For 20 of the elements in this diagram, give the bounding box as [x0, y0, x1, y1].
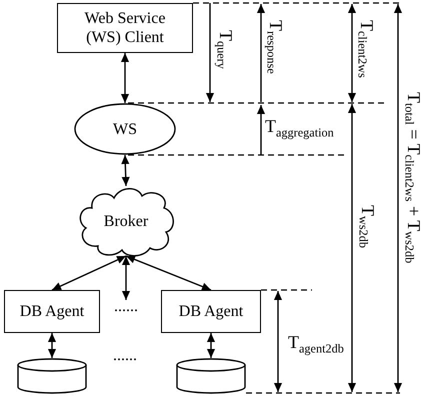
process-box — [57, 3, 193, 53]
double-arrow — [206, 333, 216, 358]
double-arrow — [121, 154, 130, 186]
node-label: DB Agent — [20, 302, 84, 321]
ellipsis-dots: ...... — [113, 349, 137, 363]
node-label: Broker — [104, 212, 148, 230]
double-arrow — [52, 255, 126, 291]
node-label: Web Service (WS) Client — [84, 9, 166, 47]
database-cylinder — [176, 358, 246, 394]
double-arrow — [48, 333, 56, 358]
node-label: DB Agent — [178, 302, 244, 321]
database-cylinder — [17, 358, 87, 394]
node-label: WS — [113, 120, 137, 138]
process-box — [161, 290, 261, 333]
ellipsis-dots: ...... — [112, 300, 140, 314]
service-ellipse — [74, 103, 176, 155]
double-arrow — [122, 256, 130, 300]
process-box — [4, 290, 100, 333]
double-arrow — [126, 255, 212, 291]
double-arrow — [120, 53, 130, 103]
